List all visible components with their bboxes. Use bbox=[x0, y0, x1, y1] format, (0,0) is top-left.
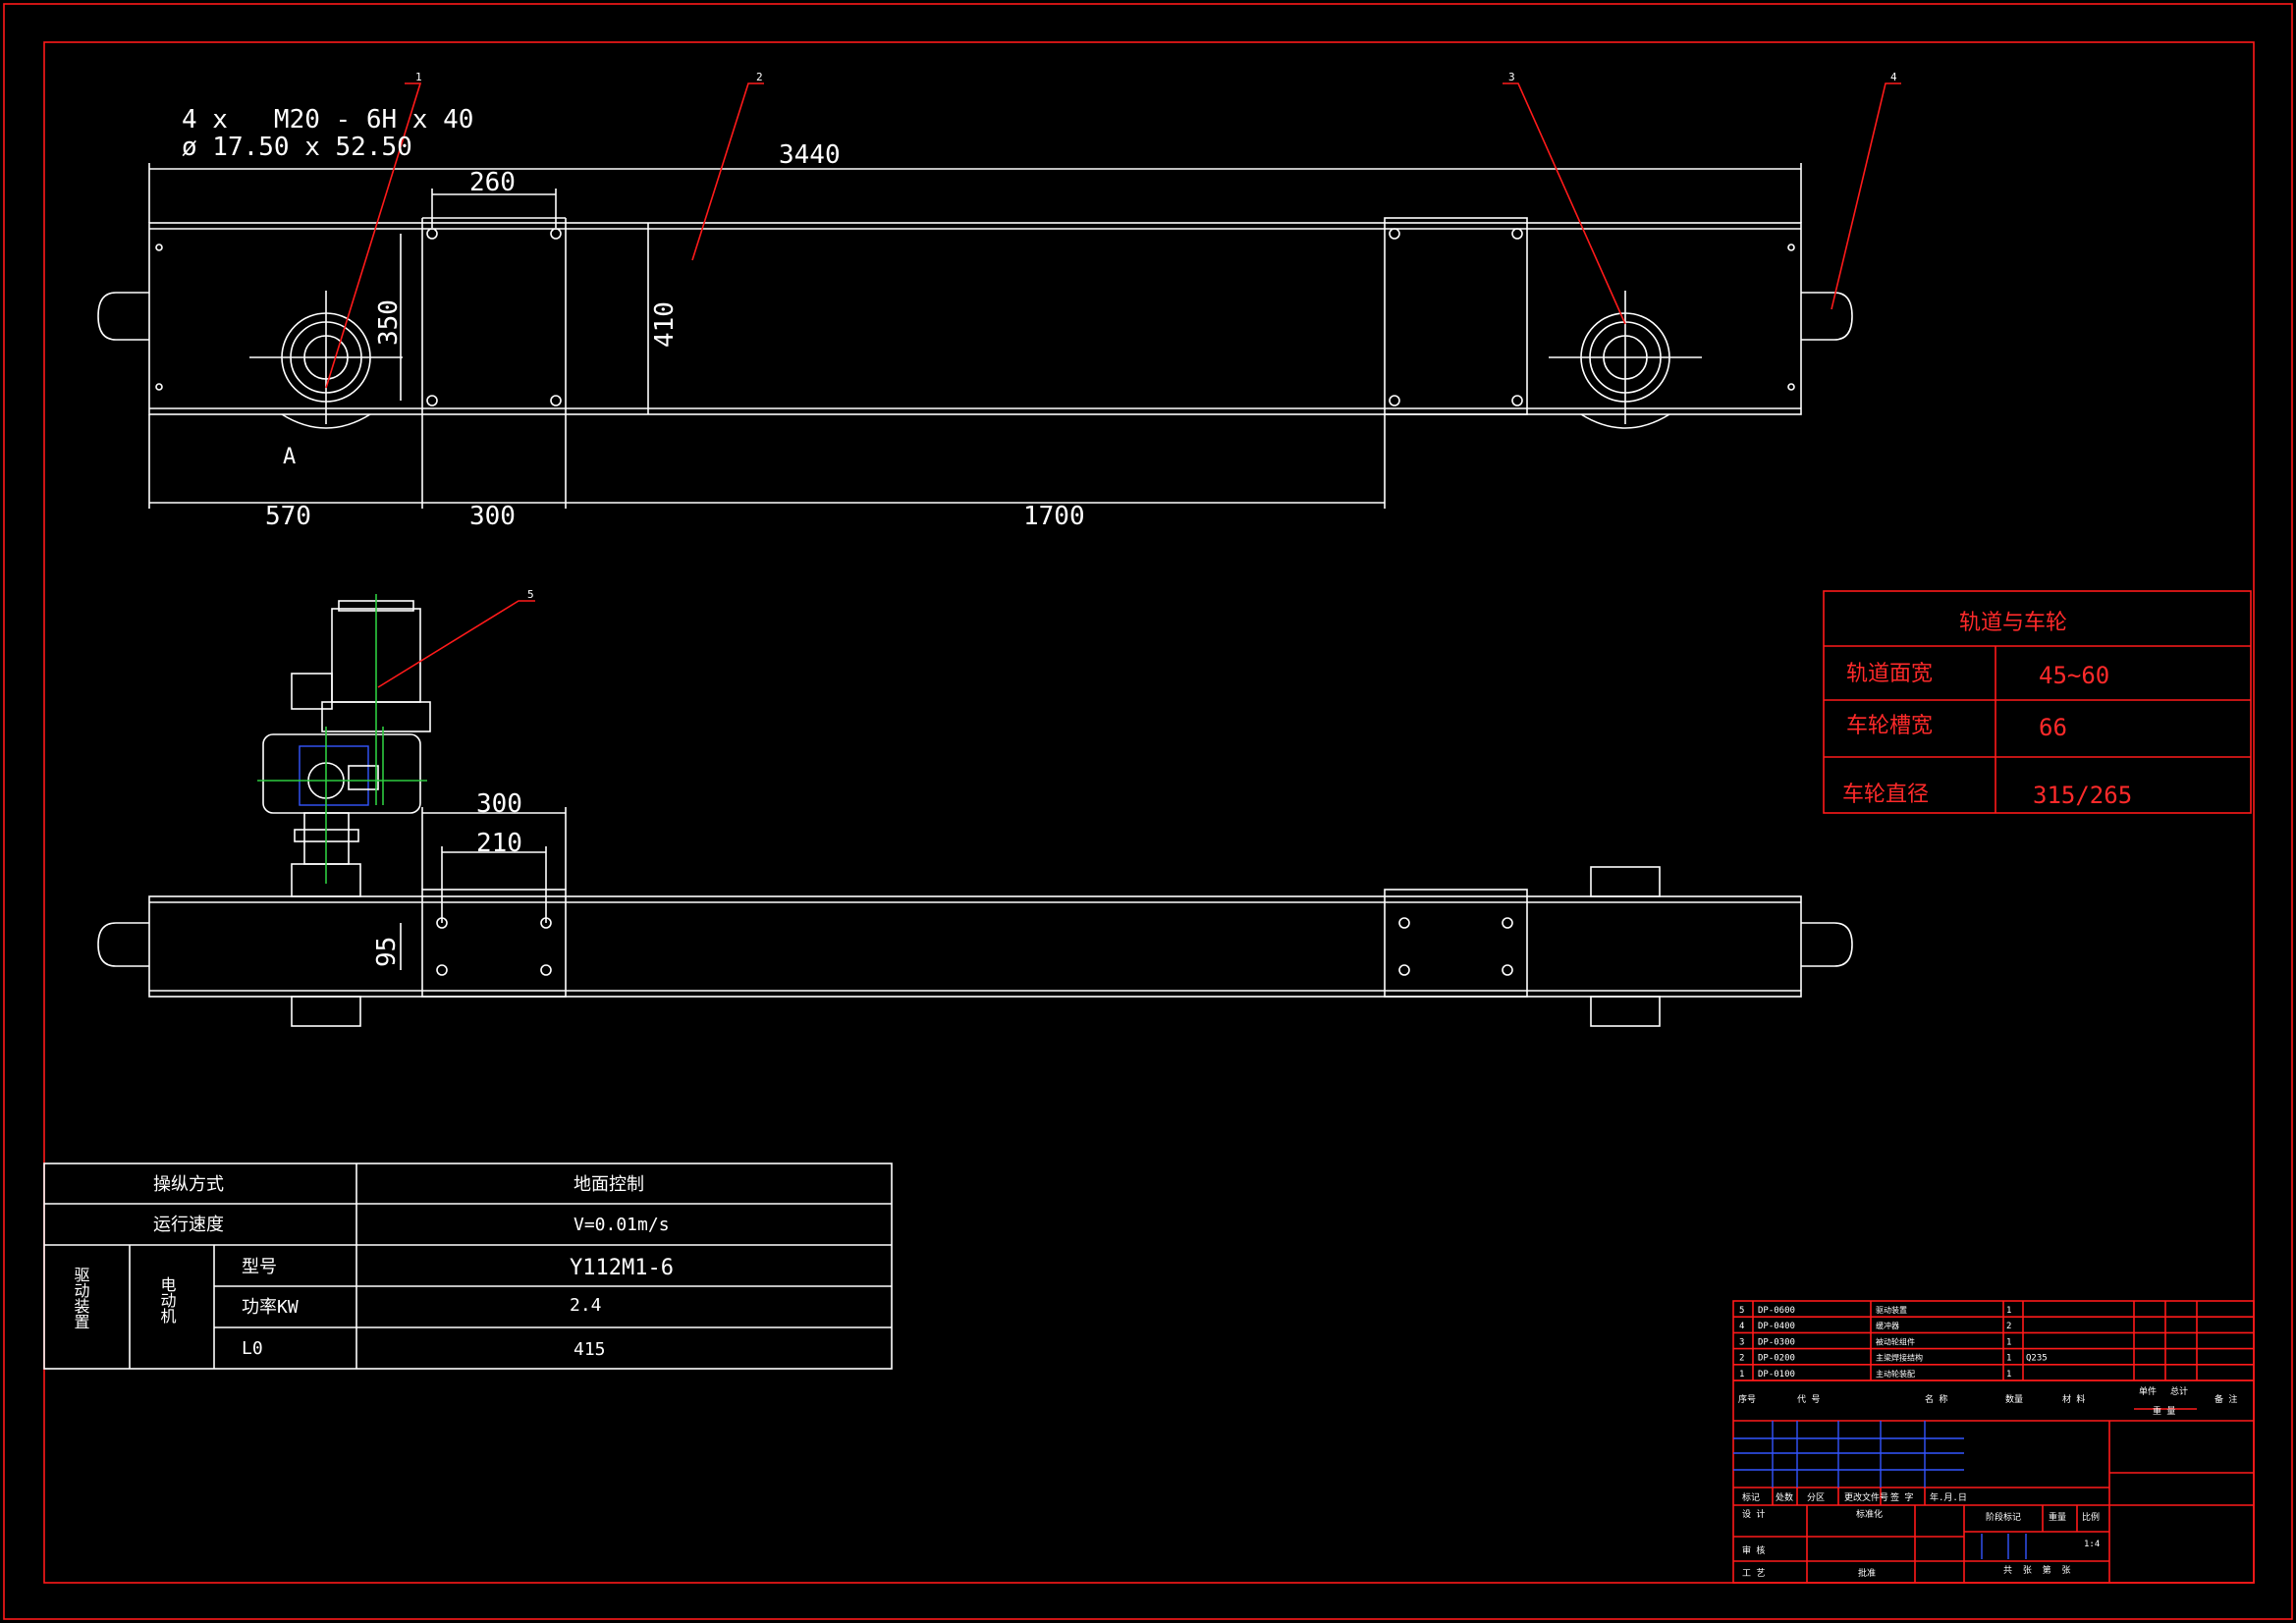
tb-design: 设 计 bbox=[1742, 1508, 1765, 1520]
bom-row-qty: 1 bbox=[2006, 1337, 2011, 1347]
spec-row1-label: 操纵方式 bbox=[153, 1174, 224, 1195]
rail-row-2-label: 车轮槽宽 bbox=[1846, 714, 1933, 738]
thread-note-line1: 4 x M20 - 6H x 40 bbox=[182, 105, 473, 135]
dim-overall-3440: 3440 bbox=[779, 140, 841, 170]
dim-300-front: 300 bbox=[476, 789, 522, 819]
spec-row2-label: 运行速度 bbox=[153, 1215, 224, 1235]
dim-300-top: 300 bbox=[469, 502, 516, 531]
spec-model-label: 型号 bbox=[242, 1257, 277, 1277]
bom-row-no: 4 bbox=[1739, 1322, 1744, 1331]
bom-header-code: 代 号 bbox=[1797, 1394, 1820, 1405]
bom-row-name: 缓冲器 bbox=[1876, 1321, 1899, 1330]
spec-group-label: 驱动装置 bbox=[72, 1267, 90, 1329]
bom-row-qty: 1 bbox=[2006, 1306, 2011, 1316]
bom-row-code: DP-0400 bbox=[1758, 1322, 1795, 1331]
rail-table bbox=[1823, 590, 2252, 814]
tb-review: 审 核 bbox=[1742, 1544, 1765, 1556]
dim-210: 210 bbox=[476, 829, 522, 858]
bom-row-name: 主梁焊接结构 bbox=[1876, 1353, 1923, 1363]
balloon-1: 1 bbox=[415, 71, 422, 83]
buffer-right-top bbox=[1801, 292, 1853, 341]
bom-header-qty: 数量 bbox=[2005, 1393, 2023, 1405]
tb-zone: 分区 bbox=[1807, 1492, 1825, 1503]
title-block bbox=[1732, 1300, 2255, 1584]
bom-row-code: DP-0600 bbox=[1758, 1306, 1795, 1316]
bom-row-no: 3 bbox=[1739, 1337, 1744, 1347]
top-view bbox=[97, 82, 1901, 509]
bom-row-qty: 2 bbox=[2006, 1322, 2011, 1331]
tb-standard: 标准化 bbox=[1856, 1508, 1883, 1520]
tb-sign: 签 字 bbox=[1890, 1491, 1913, 1503]
rail-table-title: 轨道与车轮 bbox=[1959, 611, 2067, 635]
front-view bbox=[97, 594, 1853, 1027]
bom-row-name: 被动轮组件 bbox=[1876, 1336, 1915, 1346]
balloon-4: 4 bbox=[1890, 71, 1897, 83]
rail-row-1-value: 45~60 bbox=[2039, 662, 2109, 689]
bom-header-name: 名 称 bbox=[1925, 1393, 1947, 1405]
bom-row-qty: 1 bbox=[2006, 1354, 2011, 1364]
rail-row-1-label: 轨道面宽 bbox=[1846, 662, 1933, 686]
rail-row-3-value: 315/265 bbox=[2033, 782, 2132, 809]
bom-row-code: DP-0200 bbox=[1758, 1354, 1795, 1364]
tb-count: 处数 bbox=[1776, 1491, 1793, 1503]
spec-model-value: Y112M1-6 bbox=[570, 1256, 674, 1280]
dim-410: 410 bbox=[650, 301, 680, 348]
spec-table bbox=[43, 1163, 893, 1370]
bom-row-code: DP-0300 bbox=[1758, 1337, 1795, 1347]
spec-power-value: 2.4 bbox=[570, 1295, 602, 1316]
thread-note-line2: ø 17.50 x 52.50 bbox=[182, 133, 412, 162]
bom-row-no: 5 bbox=[1739, 1306, 1744, 1316]
tb-stage: 阶段标记 bbox=[1986, 1511, 2021, 1523]
view-label-a: A bbox=[283, 445, 296, 469]
spec-power-label: 功率KW bbox=[242, 1297, 299, 1318]
bom-row-no: 1 bbox=[1739, 1370, 1744, 1380]
tb-mark: 标记 bbox=[1742, 1491, 1760, 1503]
spec-sub-label: 电动机 bbox=[158, 1276, 177, 1325]
rail-row-3-label: 车轮直径 bbox=[1842, 783, 1929, 807]
dim-95: 95 bbox=[372, 937, 402, 967]
tb-process: 工 艺 bbox=[1742, 1568, 1765, 1579]
bom-header-no: 序号 bbox=[1738, 1393, 1756, 1405]
dim-350: 350 bbox=[374, 299, 404, 346]
tb-scale: 比例 bbox=[2082, 1511, 2100, 1523]
splice-plate-top bbox=[1384, 217, 1528, 415]
tb-date: 年.月.日 bbox=[1930, 1491, 1967, 1503]
main-beam-top bbox=[148, 222, 1802, 415]
spec-l0-value: 415 bbox=[574, 1339, 606, 1360]
spec-row1-value: 地面控制 bbox=[574, 1174, 644, 1195]
dim-1700: 1700 bbox=[1023, 502, 1085, 531]
splice-plate-front bbox=[1384, 889, 1528, 998]
rail-row-2-value: 66 bbox=[2039, 714, 2067, 741]
tb-scale-value: 1:4 bbox=[2084, 1540, 2100, 1549]
balloon-3: 3 bbox=[1508, 71, 1515, 83]
spec-l0-label: L0 bbox=[242, 1338, 263, 1359]
tb-doc: 更改文件号 bbox=[1844, 1491, 1888, 1503]
spec-row2-value: V=0.01m/s bbox=[574, 1215, 670, 1235]
buffer-left-top bbox=[97, 292, 149, 341]
dim-260: 260 bbox=[469, 168, 516, 197]
balloon-5: 5 bbox=[527, 588, 534, 601]
bom-header-material: 材 料 bbox=[2062, 1393, 2085, 1405]
bom-row-name: 驱动装置 bbox=[1876, 1305, 1907, 1315]
end-plate-front bbox=[421, 889, 567, 998]
bom-header-total: 总计 bbox=[2170, 1385, 2188, 1397]
tb-approve: 批准 bbox=[1858, 1567, 1876, 1579]
outer-frame bbox=[3, 3, 2293, 1620]
bom-row-material: Q235 bbox=[2026, 1354, 2048, 1364]
bom-row-name: 主动轮装配 bbox=[1876, 1369, 1915, 1379]
bom-row-qty: 1 bbox=[2006, 1370, 2011, 1380]
bom-header-remark: 备 注 bbox=[2214, 1393, 2237, 1405]
tb-weight: 重量 bbox=[2049, 1511, 2066, 1523]
inner-frame bbox=[43, 41, 2255, 1584]
bom-row-code: DP-0100 bbox=[1758, 1370, 1795, 1380]
dim-570: 570 bbox=[265, 502, 311, 531]
bom-header-weight: 重 量 bbox=[2153, 1405, 2175, 1417]
bom-row-no: 2 bbox=[1739, 1354, 1744, 1364]
main-beam-front bbox=[148, 895, 1802, 998]
bom-header-unit: 单件 bbox=[2139, 1385, 2157, 1397]
tb-sheets: 共 张 第 张 bbox=[2003, 1564, 2071, 1576]
balloon-2: 2 bbox=[756, 71, 763, 83]
